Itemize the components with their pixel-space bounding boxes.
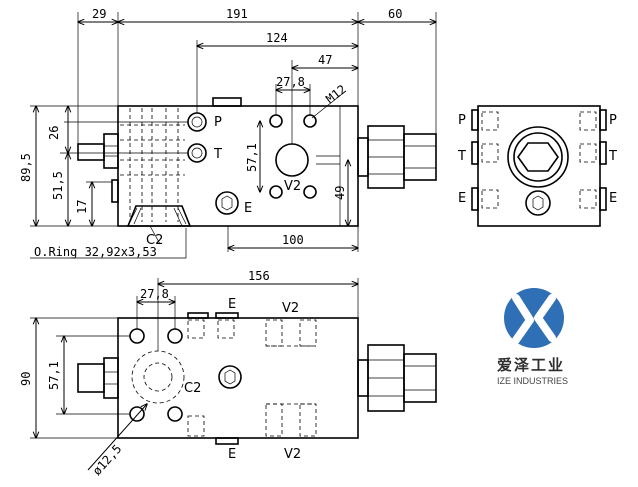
dim-51-5: 51,5 [51, 171, 65, 200]
dim-89-5: 89,5 [19, 153, 33, 182]
end-label-p-right: P [609, 113, 617, 128]
valve-body-top [117, 317, 359, 439]
dim-27-8: 27,8 [276, 75, 305, 89]
top-label-v2: V2 [282, 301, 299, 316]
label-e: E [244, 201, 252, 216]
dim-57-1: 57,1 [245, 143, 259, 172]
top-view: 156 27,8 90 57,1 ø12,5 E V2 C2 E V2 [19, 269, 437, 478]
top-boss [212, 97, 242, 107]
top-label-e: E [228, 297, 236, 312]
dim-26: 26 [47, 126, 61, 140]
dim-100: 100 [282, 233, 304, 247]
dim-156: 156 [248, 269, 270, 283]
brand-subtitle: IZE INDUSTRIES [497, 376, 568, 386]
dim-47: 47 [318, 53, 332, 67]
dim-124: 124 [266, 31, 288, 45]
dim-17: 17 [75, 200, 89, 214]
brand-logo: 爱泽工业 IZE INDUSTRIES [497, 288, 568, 386]
dim-49: 49 [333, 186, 347, 200]
dim-m12: M12 [323, 82, 349, 106]
end-label-t-right: T [608, 149, 617, 164]
valve-body-side [117, 105, 359, 227]
bottom-label-v2: V2 [284, 447, 301, 462]
brand-name: 爱泽工业 [497, 356, 565, 374]
right-fitting-nut [403, 133, 437, 181]
end-fitting-hex [517, 142, 559, 172]
end-view: P P T T E E [457, 105, 617, 227]
dim-27-8-top: 27,8 [140, 287, 169, 301]
port-e-circle [215, 191, 239, 215]
dim-90: 90 [19, 372, 33, 386]
end-label-e-left: E [458, 191, 466, 206]
end-label-e-right: E [609, 191, 617, 206]
dim-29: 29 [92, 7, 106, 21]
bottom-label-e: E [228, 447, 236, 462]
end-label-t-left: T [457, 149, 466, 164]
dim-191: 191 [226, 7, 248, 21]
label-v2: V2 [284, 179, 301, 194]
end-label-p-left: P [458, 113, 466, 128]
label-t: T [213, 147, 222, 162]
top-label-c2: C2 [184, 381, 201, 396]
oring-note: O.Ring 32,92x3,53 [34, 245, 157, 259]
dim-dia-12-5: ø12,5 [90, 442, 125, 478]
dim-60: 60 [388, 7, 402, 21]
side-view: 29 191 60 124 47 27,8 M12 26 89,5 51,5 1… [19, 7, 437, 259]
end-fitting-outer [507, 126, 569, 188]
label-p: P [214, 115, 222, 130]
dim-57-1-top: 57,1 [47, 361, 61, 390]
left-adjuster-screw [77, 143, 105, 161]
label-c2: C2 [146, 233, 163, 248]
left-adjuster-nut [103, 133, 119, 169]
